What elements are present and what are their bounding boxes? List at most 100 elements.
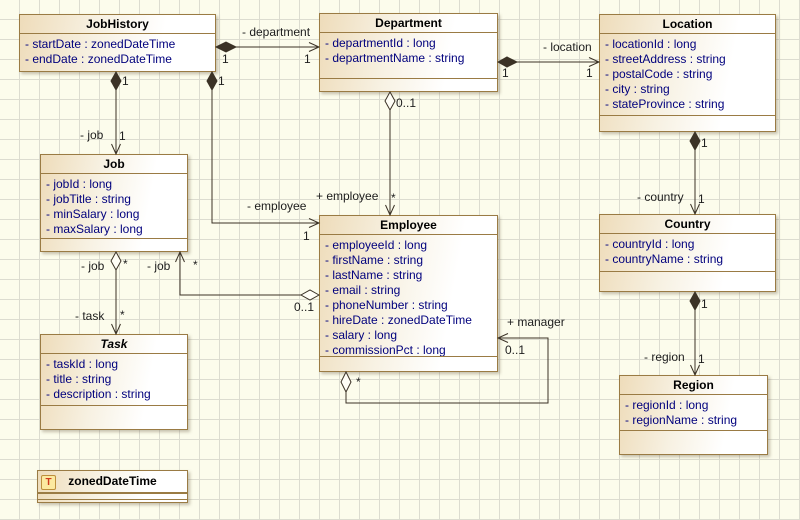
class-box-task[interactable]: Task - taskId : long- title : string- des…: [40, 334, 188, 430]
edge-label[interactable]: *: [120, 308, 125, 322]
attribute-row[interactable]: - city : string: [605, 82, 670, 96]
attributes-compartment: - startDate : zonedDateTime- endDate : z…: [20, 34, 215, 71]
attribute-row[interactable]: - taskId : long: [46, 357, 119, 371]
edge-label[interactable]: 0..1: [505, 343, 526, 357]
class-title-label: Department: [375, 16, 442, 30]
edge-label[interactable]: 1: [698, 352, 705, 366]
attribute-row[interactable]: - departmentId : long: [325, 36, 436, 50]
edge-label[interactable]: 1: [222, 52, 229, 66]
class-box-jobhistory[interactable]: JobHistory - startDate : zonedDateTime- e…: [19, 14, 216, 72]
attributes-compartment: - jobId : long- jobTitle : string- minSa…: [41, 174, 187, 238]
attribute-row[interactable]: - startDate : zonedDateTime: [25, 37, 176, 51]
attribute-row[interactable]: - postalCode : string: [605, 67, 713, 81]
attributes-compartment: - locationId : long- streetAddress : str…: [600, 34, 775, 115]
attribute-row[interactable]: - hireDate : zonedDateTime: [325, 313, 472, 327]
class-box-country[interactable]: Country- countryId : long- countryName :…: [599, 214, 776, 292]
edge-label[interactable]: 1: [304, 52, 311, 66]
edge-label[interactable]: 1: [701, 297, 708, 311]
empty-compartment: [620, 430, 767, 454]
open-arrow-icon: [111, 143, 121, 156]
composition-diamond-icon: [206, 70, 218, 92]
edge-label[interactable]: 1: [586, 66, 593, 80]
edge-label[interactable]: 0..1: [294, 300, 315, 314]
empty-compartment: [38, 499, 187, 505]
class-title-label: Job: [103, 157, 125, 171]
class-title-region: Region: [620, 376, 767, 395]
aggregation-diamond-icon: [299, 289, 321, 301]
edge-label[interactable]: *: [391, 191, 396, 205]
attribute-row[interactable]: - description : string: [46, 387, 151, 401]
attribute-row[interactable]: - streetAddress : string: [605, 52, 726, 66]
attributes-compartment: - regionId : long- regionName : string: [620, 395, 767, 430]
attribute-row[interactable]: - countryName : string: [605, 252, 724, 266]
class-title-label: JobHistory: [86, 17, 149, 31]
attribute-row[interactable]: - minSalary : long: [46, 207, 140, 221]
edge-label[interactable]: 1: [218, 74, 225, 88]
attribute-row[interactable]: - employeeId : long: [325, 238, 428, 252]
attribute-row[interactable]: - phoneNumber : string: [325, 298, 448, 312]
attribute-row[interactable]: - endDate : zonedDateTime: [25, 52, 172, 66]
attribute-row[interactable]: - jobTitle : string: [46, 192, 131, 206]
association-department-location[interactable]: [496, 56, 601, 68]
class-title-job: Job: [41, 155, 187, 174]
edge-label[interactable]: - job: [147, 259, 171, 273]
attribute-row[interactable]: - regionId : long: [625, 398, 709, 412]
class-title-department: Department: [320, 14, 497, 33]
aggregation-diamond-icon: [384, 90, 396, 112]
edge-label[interactable]: - location: [543, 40, 592, 54]
composition-diamond-icon: [214, 41, 238, 53]
edge-label[interactable]: - job: [81, 259, 105, 273]
class-box-job[interactable]: Job - jobId : long- jobTitle : string- mi…: [40, 154, 188, 252]
attribute-row[interactable]: - stateProvince : string: [605, 97, 725, 111]
edge-label[interactable]: - country: [637, 190, 684, 204]
open-arrow-icon: [308, 42, 321, 52]
class-title-label: zonedDateTime: [68, 474, 157, 488]
class-box-department[interactable]: Department - departmentId : long- departm…: [319, 13, 498, 92]
attribute-row[interactable]: - salary : long: [325, 328, 398, 342]
attribute-row[interactable]: - title : string: [46, 372, 112, 386]
edge-label[interactable]: 1: [119, 129, 126, 143]
attribute-row[interactable]: - maxSalary : long: [46, 222, 143, 236]
attribute-row[interactable]: - countryId : long: [605, 237, 695, 251]
open-arrow-icon: [690, 364, 700, 377]
edge-label[interactable]: *: [356, 375, 361, 389]
attribute-row[interactable]: - locationId : long: [605, 37, 697, 51]
class-box-employee[interactable]: Employee - employeeId : long- firstName :…: [319, 215, 498, 372]
attribute-row[interactable]: - departmentName : string: [325, 51, 465, 65]
edge-label[interactable]: + employee: [316, 189, 379, 203]
class-title-location: Location: [600, 15, 775, 34]
edge-label[interactable]: 1: [502, 66, 509, 80]
class-title-label: Employee: [380, 218, 437, 232]
edge-label[interactable]: - department: [242, 25, 311, 39]
edge-label[interactable]: *: [123, 257, 128, 271]
empty-compartment: [600, 115, 775, 131]
association-line[interactable]: [179, 252, 301, 296]
edge-label[interactable]: - employee: [247, 199, 307, 213]
edge-label[interactable]: 1: [701, 136, 708, 150]
class-title-task: Task: [41, 335, 187, 354]
edge-label[interactable]: *: [193, 258, 198, 272]
edge-label[interactable]: - job: [80, 128, 104, 142]
attribute-row[interactable]: - email : string: [325, 283, 401, 297]
attribute-row[interactable]: - commissionPct : long: [325, 343, 446, 356]
class-title-employee: Employee: [320, 216, 497, 235]
edge-label[interactable]: + manager: [507, 315, 565, 329]
class-box-location[interactable]: Location- locationId : long- streetAddre…: [599, 14, 776, 132]
attribute-row[interactable]: - regionName : string: [625, 413, 738, 427]
attribute-row[interactable]: - jobId : long: [46, 177, 113, 191]
association-jobhistory-department[interactable]: [214, 41, 321, 53]
attribute-row[interactable]: - lastName : string: [325, 268, 423, 282]
edge-label[interactable]: 1: [303, 229, 310, 243]
attributes-compartment: - countryId : long- countryName : string: [600, 234, 775, 271]
attribute-row[interactable]: - firstName : string: [325, 253, 424, 267]
edge-label[interactable]: - region: [644, 350, 685, 364]
edge-label[interactable]: 0..1: [396, 96, 417, 110]
edge-label[interactable]: 1: [698, 192, 705, 206]
edge-label[interactable]: - task: [75, 309, 105, 323]
class-box-region[interactable]: Region - regionId : long- regionName : st…: [619, 375, 768, 455]
class-title-label: Region: [673, 378, 714, 392]
attributes-compartment: - employeeId : long- firstName : string-…: [320, 235, 497, 356]
edge-label[interactable]: 1: [122, 74, 129, 88]
